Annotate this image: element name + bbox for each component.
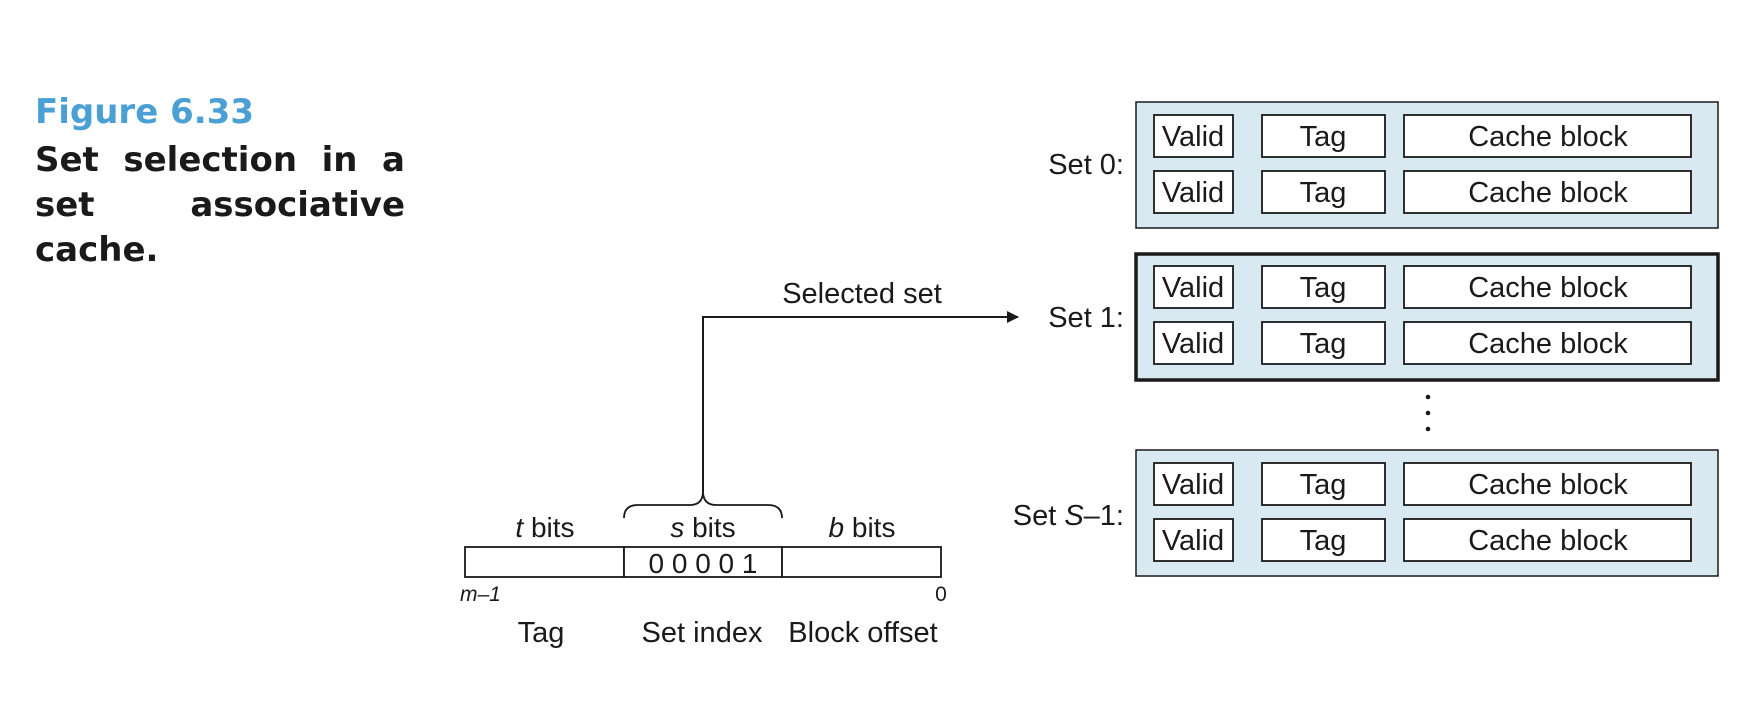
cache-block-label: Cache block: [1468, 328, 1628, 360]
set-last-label: Set S–1:: [1013, 500, 1124, 532]
tag-cell: [1261, 114, 1386, 158]
set-index-value: 0 0 0 0 1: [649, 548, 758, 579]
msb-label: m–1: [460, 583, 501, 606]
set-0: Valid Tag Cache block Valid Tag Cache bl…: [1135, 101, 1719, 229]
tag-field-name: Tag: [518, 617, 565, 649]
tag-label: Tag: [1300, 525, 1347, 557]
cache-block-cell: [1403, 462, 1692, 506]
cache-line: Valid Tag Cache block: [1153, 518, 1692, 562]
valid-bit-cell: [1153, 170, 1234, 214]
cache-line: Valid Tag Cache block: [1153, 462, 1692, 506]
valid-label: Valid: [1162, 177, 1224, 209]
cache-block-cell: [1403, 114, 1692, 158]
cache-block-label: Cache block: [1468, 272, 1628, 304]
tag-label: Tag: [1300, 328, 1347, 360]
set-0-label: Set 0:: [1048, 149, 1124, 181]
tag-field: [464, 546, 625, 578]
valid-label: Valid: [1162, 121, 1224, 153]
cache-block-label: Cache block: [1468, 469, 1628, 501]
tag-cell: [1261, 265, 1386, 309]
cache-block-label: Cache block: [1468, 525, 1628, 557]
set-last: Valid Tag Cache block Valid Tag Cache bl…: [1135, 449, 1719, 577]
valid-label: Valid: [1162, 272, 1224, 304]
cache-line: Valid Tag Cache block: [1153, 114, 1692, 158]
cache-line: Valid Tag Cache block: [1153, 265, 1692, 309]
tag-bits-label: t bits: [515, 512, 574, 543]
selected-set-arrow: [702, 311, 1019, 493]
cache-block-label: Cache block: [1468, 177, 1628, 209]
cache-block-label: Cache block: [1468, 121, 1628, 153]
set-index-field-name: Set index: [642, 617, 763, 649]
lsb-label: 0: [935, 583, 947, 606]
tag-label: Tag: [1300, 272, 1347, 304]
set-index-bits-label: s bits: [670, 512, 735, 543]
valid-bit-cell: [1153, 321, 1234, 365]
valid-label: Valid: [1162, 525, 1224, 557]
set-1: Valid Tag Cache block Valid Tag Cache bl…: [1134, 252, 1720, 382]
valid-bit-cell: [1153, 518, 1234, 562]
tag-label: Tag: [1300, 469, 1347, 501]
block-offset-bits-label: b bits: [829, 512, 896, 543]
tag-label: Tag: [1300, 121, 1347, 153]
cache-block-cell: [1403, 321, 1692, 365]
tag-cell: [1261, 170, 1386, 214]
figure-caption: Set selection in a set associative cache…: [35, 140, 405, 270]
tag-label: Tag: [1300, 177, 1347, 209]
figure-number: Figure 6.33: [35, 92, 254, 132]
tag-cell: [1261, 321, 1386, 365]
tag-cell: [1261, 518, 1386, 562]
valid-bit-cell: [1153, 265, 1234, 309]
cache-block-cell: [1403, 170, 1692, 214]
cache-block-cell: [1403, 265, 1692, 309]
ellipsis-dots: [1425, 394, 1431, 432]
block-offset-field-name: Block offset: [788, 617, 937, 649]
valid-bit-cell: [1153, 114, 1234, 158]
tag-cell: [1261, 462, 1386, 506]
selected-set-label: Selected set: [782, 278, 942, 310]
set-1-label: Set 1:: [1048, 302, 1124, 334]
block-offset-field: [781, 546, 942, 578]
cache-block-cell: [1403, 518, 1692, 562]
valid-label: Valid: [1162, 328, 1224, 360]
valid-label: Valid: [1162, 469, 1224, 501]
valid-bit-cell: [1153, 462, 1234, 506]
cache-line: Valid Tag Cache block: [1153, 321, 1692, 365]
cache-line: Valid Tag Cache block: [1153, 170, 1692, 214]
